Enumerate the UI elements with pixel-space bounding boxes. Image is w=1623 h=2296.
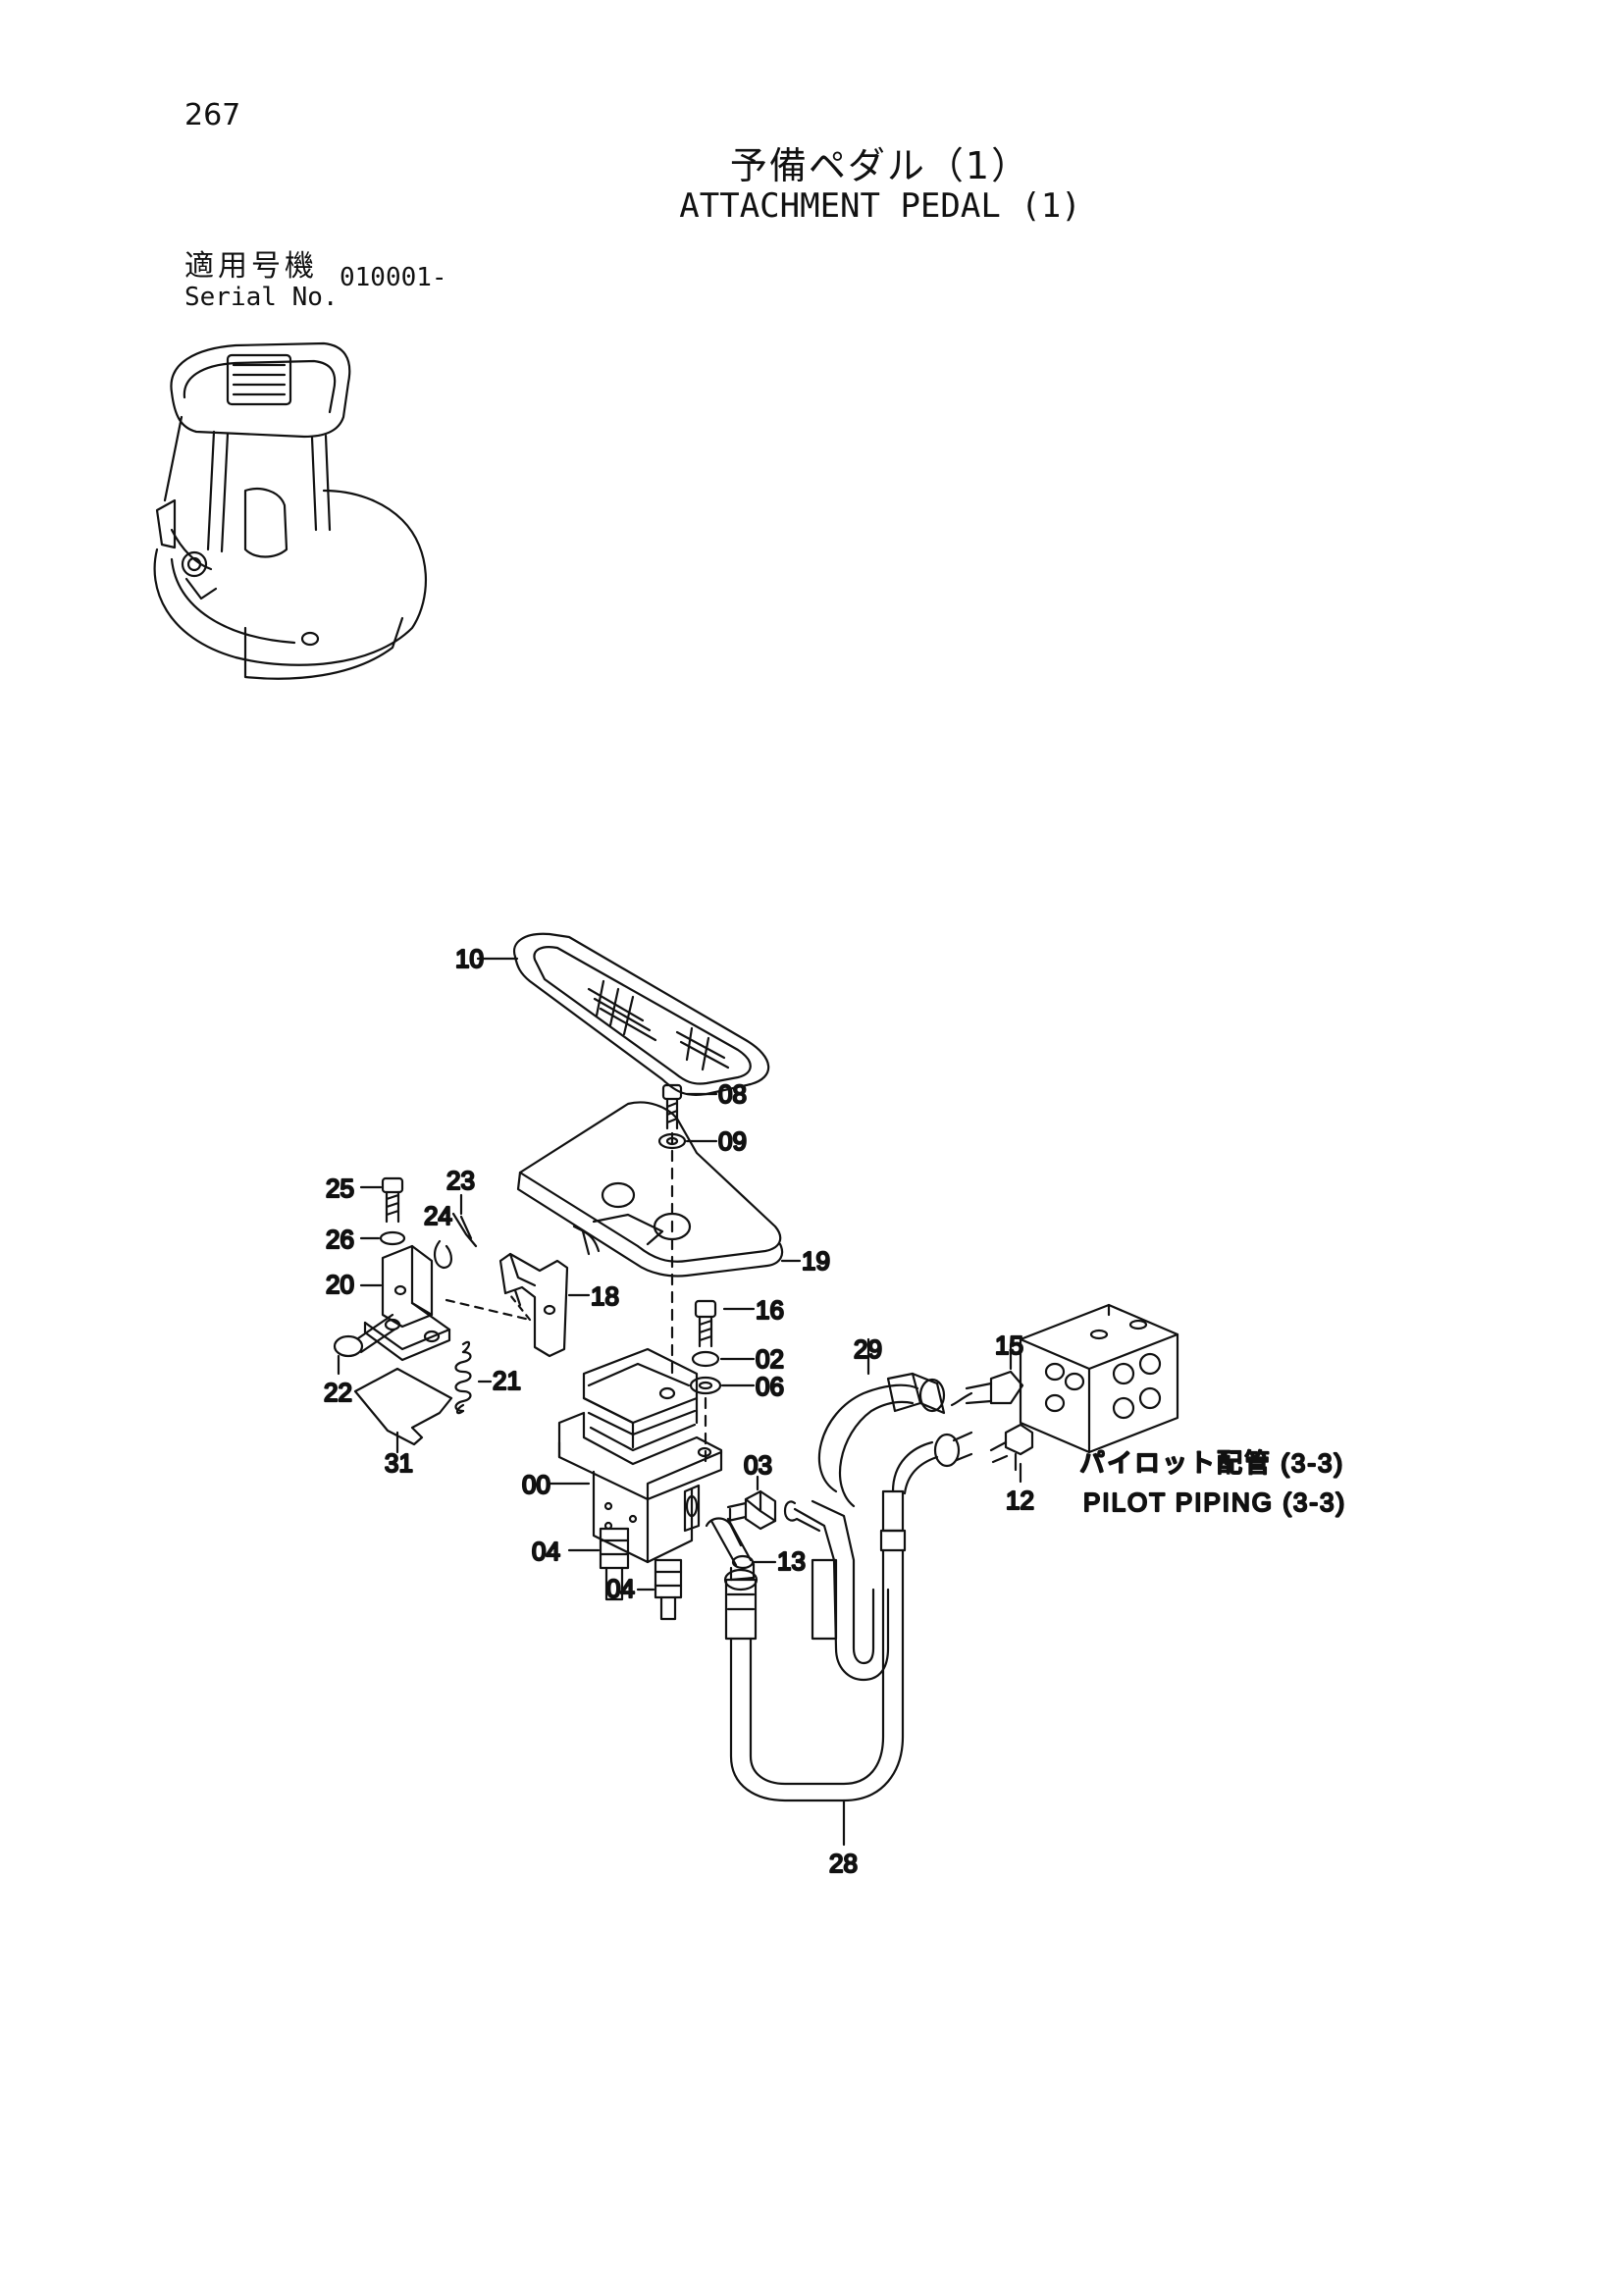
machine-thumbnail [153,341,427,680]
callout-13: 13 [777,1546,806,1576]
hose-29 [783,1337,946,1682]
fitting-15 [950,1342,1024,1407]
callout-18: 18 [591,1281,619,1311]
spring-21 [454,1340,493,1415]
hose-28 [723,1431,973,1847]
bolt-08 [661,1083,718,1376]
fitting-03 [726,1475,777,1531]
callout-10: 10 [455,944,484,973]
callout-00: 00 [522,1470,550,1499]
page-title-jp: 予備ペダル（1） [729,144,1031,187]
plate-31 [353,1367,453,1454]
bolt-16 [694,1299,756,1348]
fitting-04-a [567,1527,630,1601]
serial-label-en: Serial No. [184,283,339,312]
washer-02 [691,1350,756,1368]
callout-25: 25 [326,1174,354,1203]
reference-en: PILOT PIPING (3-3) [1083,1487,1346,1517]
serial-value: 010001- [340,263,447,292]
page-number: 267 [184,98,241,132]
reference-jp: パイロット配管 (3-3) [1079,1448,1344,1478]
pin-23 [451,1193,478,1248]
callout-12: 12 [1006,1486,1034,1515]
serial-label-jp: 適用号機 [184,249,318,284]
pilot-valve-00 [548,1347,723,1564]
callout-28: 28 [829,1849,858,1878]
callout-02: 02 [756,1344,784,1374]
callout-22: 22 [324,1378,352,1407]
pedal-plate [516,1101,802,1278]
callout-04-a: 04 [532,1537,560,1566]
washer-09 [657,1132,718,1150]
fitting-12 [989,1423,1034,1484]
bracket-18 [498,1252,591,1358]
pin-22 [333,1313,396,1376]
callout-20: 20 [326,1270,354,1299]
washer-06 [689,1376,756,1395]
callout-03: 03 [744,1450,772,1480]
manifold-block [1019,1303,1179,1454]
callout-06: 06 [756,1372,784,1401]
callout-21: 21 [493,1366,521,1395]
bolt-25 [359,1176,406,1246]
callout-08: 08 [718,1079,747,1109]
callout-31: 31 [385,1448,413,1478]
callout-04-b: 04 [606,1574,635,1603]
clip-24 [434,1239,452,1270]
elbow-13 [705,1517,777,1582]
fitting-04-b [636,1558,683,1621]
callout-29: 29 [854,1334,882,1364]
callout-09: 09 [718,1126,747,1156]
callout-19: 19 [802,1246,830,1276]
pedal-cover [476,932,770,1096]
callout-23: 23 [446,1166,475,1195]
callout-15: 15 [995,1331,1023,1360]
callout-26: 26 [326,1225,354,1254]
callout-24: 24 [424,1201,452,1230]
callout-16: 16 [756,1295,784,1325]
page-title-en: ATTACHMENT PEDAL (1) [679,186,1081,226]
